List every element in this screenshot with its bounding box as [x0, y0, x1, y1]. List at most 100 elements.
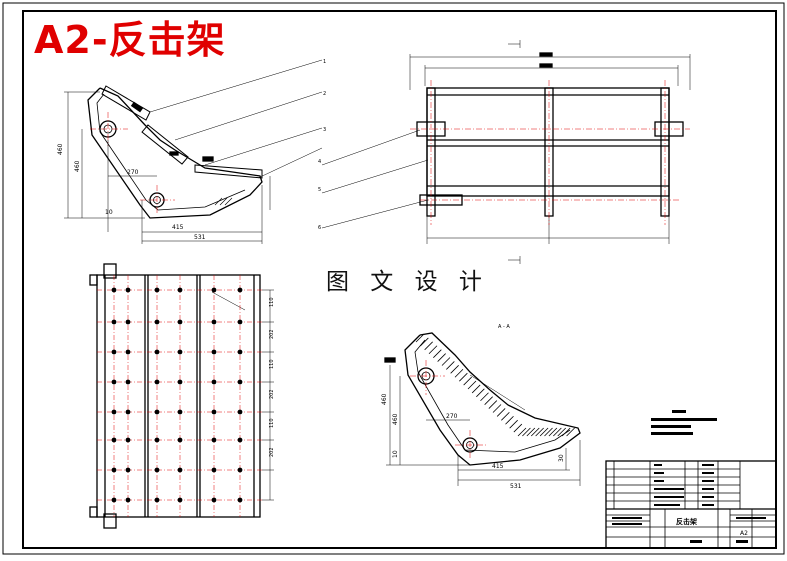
bolt-hole	[211, 497, 217, 503]
bolt-hole	[125, 409, 131, 415]
hatch-line	[513, 423, 523, 433]
side-dim-tall: 460	[57, 143, 64, 155]
hatch-line	[420, 337, 429, 347]
bolt-hole	[154, 437, 160, 443]
side-dim-10: 10	[105, 209, 113, 216]
hatch-line	[484, 396, 493, 405]
inner-border	[22, 10, 777, 549]
bolt-hole	[154, 497, 160, 503]
hatch-line	[544, 427, 553, 437]
leader-4: 4	[318, 159, 321, 165]
section-dim-270: 270	[446, 413, 458, 420]
bolt-hole	[237, 319, 243, 325]
bolt-hole	[154, 287, 160, 293]
plan-dim-3: 110	[269, 359, 275, 369]
hatch-line	[501, 412, 510, 421]
hatch-line	[488, 400, 498, 409]
hatch-line	[441, 357, 451, 366]
plan-bolt-grid	[97, 275, 262, 517]
leader-3: 3	[323, 127, 326, 133]
hatch-line	[517, 427, 527, 437]
bolt-hole	[125, 437, 131, 443]
section-view	[384, 332, 581, 486]
hatch-line	[539, 427, 549, 437]
hatch-line	[566, 427, 575, 437]
bolt-hole	[237, 349, 243, 355]
bolt-hole	[211, 437, 217, 443]
hatch-line	[415, 333, 425, 343]
bolt-hole	[111, 319, 117, 325]
section-dim-531: 531	[510, 483, 522, 490]
leader-2: 2	[323, 91, 326, 97]
bolt-hole	[237, 467, 243, 473]
hatch-line	[548, 427, 558, 437]
bolt-hole	[111, 409, 117, 415]
drawing-title: A2-反击架	[34, 18, 226, 62]
leader-5: 5	[318, 187, 321, 193]
bolt-hole	[211, 319, 217, 325]
leader-1: 1	[323, 59, 326, 65]
hatch-line	[553, 427, 562, 437]
plan-dim-6: 202	[269, 447, 275, 457]
bolt-hole	[154, 379, 160, 385]
bolt-hole	[125, 379, 131, 385]
bolt-hole	[177, 409, 183, 415]
section-dim-30: 30	[558, 454, 565, 462]
bolt-hole	[211, 467, 217, 473]
hatch-line	[463, 376, 472, 386]
plan-dim-4: 202	[269, 389, 275, 399]
bolt-hole	[177, 437, 183, 443]
bolt-hole	[237, 379, 243, 385]
hatch-line	[454, 368, 464, 378]
side-dim-270: 270	[127, 169, 139, 176]
hatch-line	[496, 408, 506, 417]
plan-dim-1: 110	[269, 297, 275, 307]
bolt-hole	[125, 287, 131, 293]
bolt-hole	[177, 379, 183, 385]
hatch-line	[535, 427, 544, 437]
bolt-hole	[237, 497, 243, 503]
bolt-hole	[111, 437, 117, 443]
bolt-hole	[211, 379, 217, 385]
bolt-hole	[154, 467, 160, 473]
bolt-hole	[177, 349, 183, 355]
bolt-hole	[237, 287, 243, 293]
title-block-sheet-size: A2	[740, 530, 748, 537]
bolt-hole	[111, 497, 117, 503]
side-dim-415: 415	[172, 224, 184, 231]
hatch-line	[446, 361, 455, 370]
bolt-hole	[111, 379, 117, 385]
technical-notes	[651, 410, 717, 435]
hatch-line	[557, 427, 567, 437]
section-hatch	[415, 333, 575, 437]
section-dim-tall: 460	[381, 393, 388, 405]
title-block	[605, 460, 777, 549]
plan-view	[89, 263, 274, 529]
hatch-line	[530, 427, 540, 437]
bolt-hole	[177, 497, 183, 503]
leader-6: 6	[318, 225, 321, 231]
hatch-line	[450, 365, 459, 374]
hatch-line	[471, 384, 481, 394]
side-dim-531: 531	[194, 234, 206, 241]
bolt-hole	[177, 319, 183, 325]
bolt-hole	[237, 437, 243, 443]
section-label: A - A	[498, 324, 510, 330]
hatch-line	[437, 353, 446, 362]
side-view	[64, 59, 323, 244]
hatch-line	[480, 392, 489, 402]
section-dim-10: 10	[392, 450, 399, 458]
section-dim-460: 460	[392, 413, 399, 425]
hatch-line	[424, 341, 433, 351]
bolt-hole	[237, 409, 243, 415]
plan-dim-2: 202	[269, 329, 275, 339]
hatch-line	[476, 388, 485, 398]
bolt-hole	[125, 497, 131, 503]
hatch-line	[509, 419, 518, 429]
watermark-text: 图 文 设 计	[326, 269, 489, 295]
bolt-hole	[125, 319, 131, 325]
hatch-line	[561, 427, 571, 437]
bolt-hole	[154, 319, 160, 325]
